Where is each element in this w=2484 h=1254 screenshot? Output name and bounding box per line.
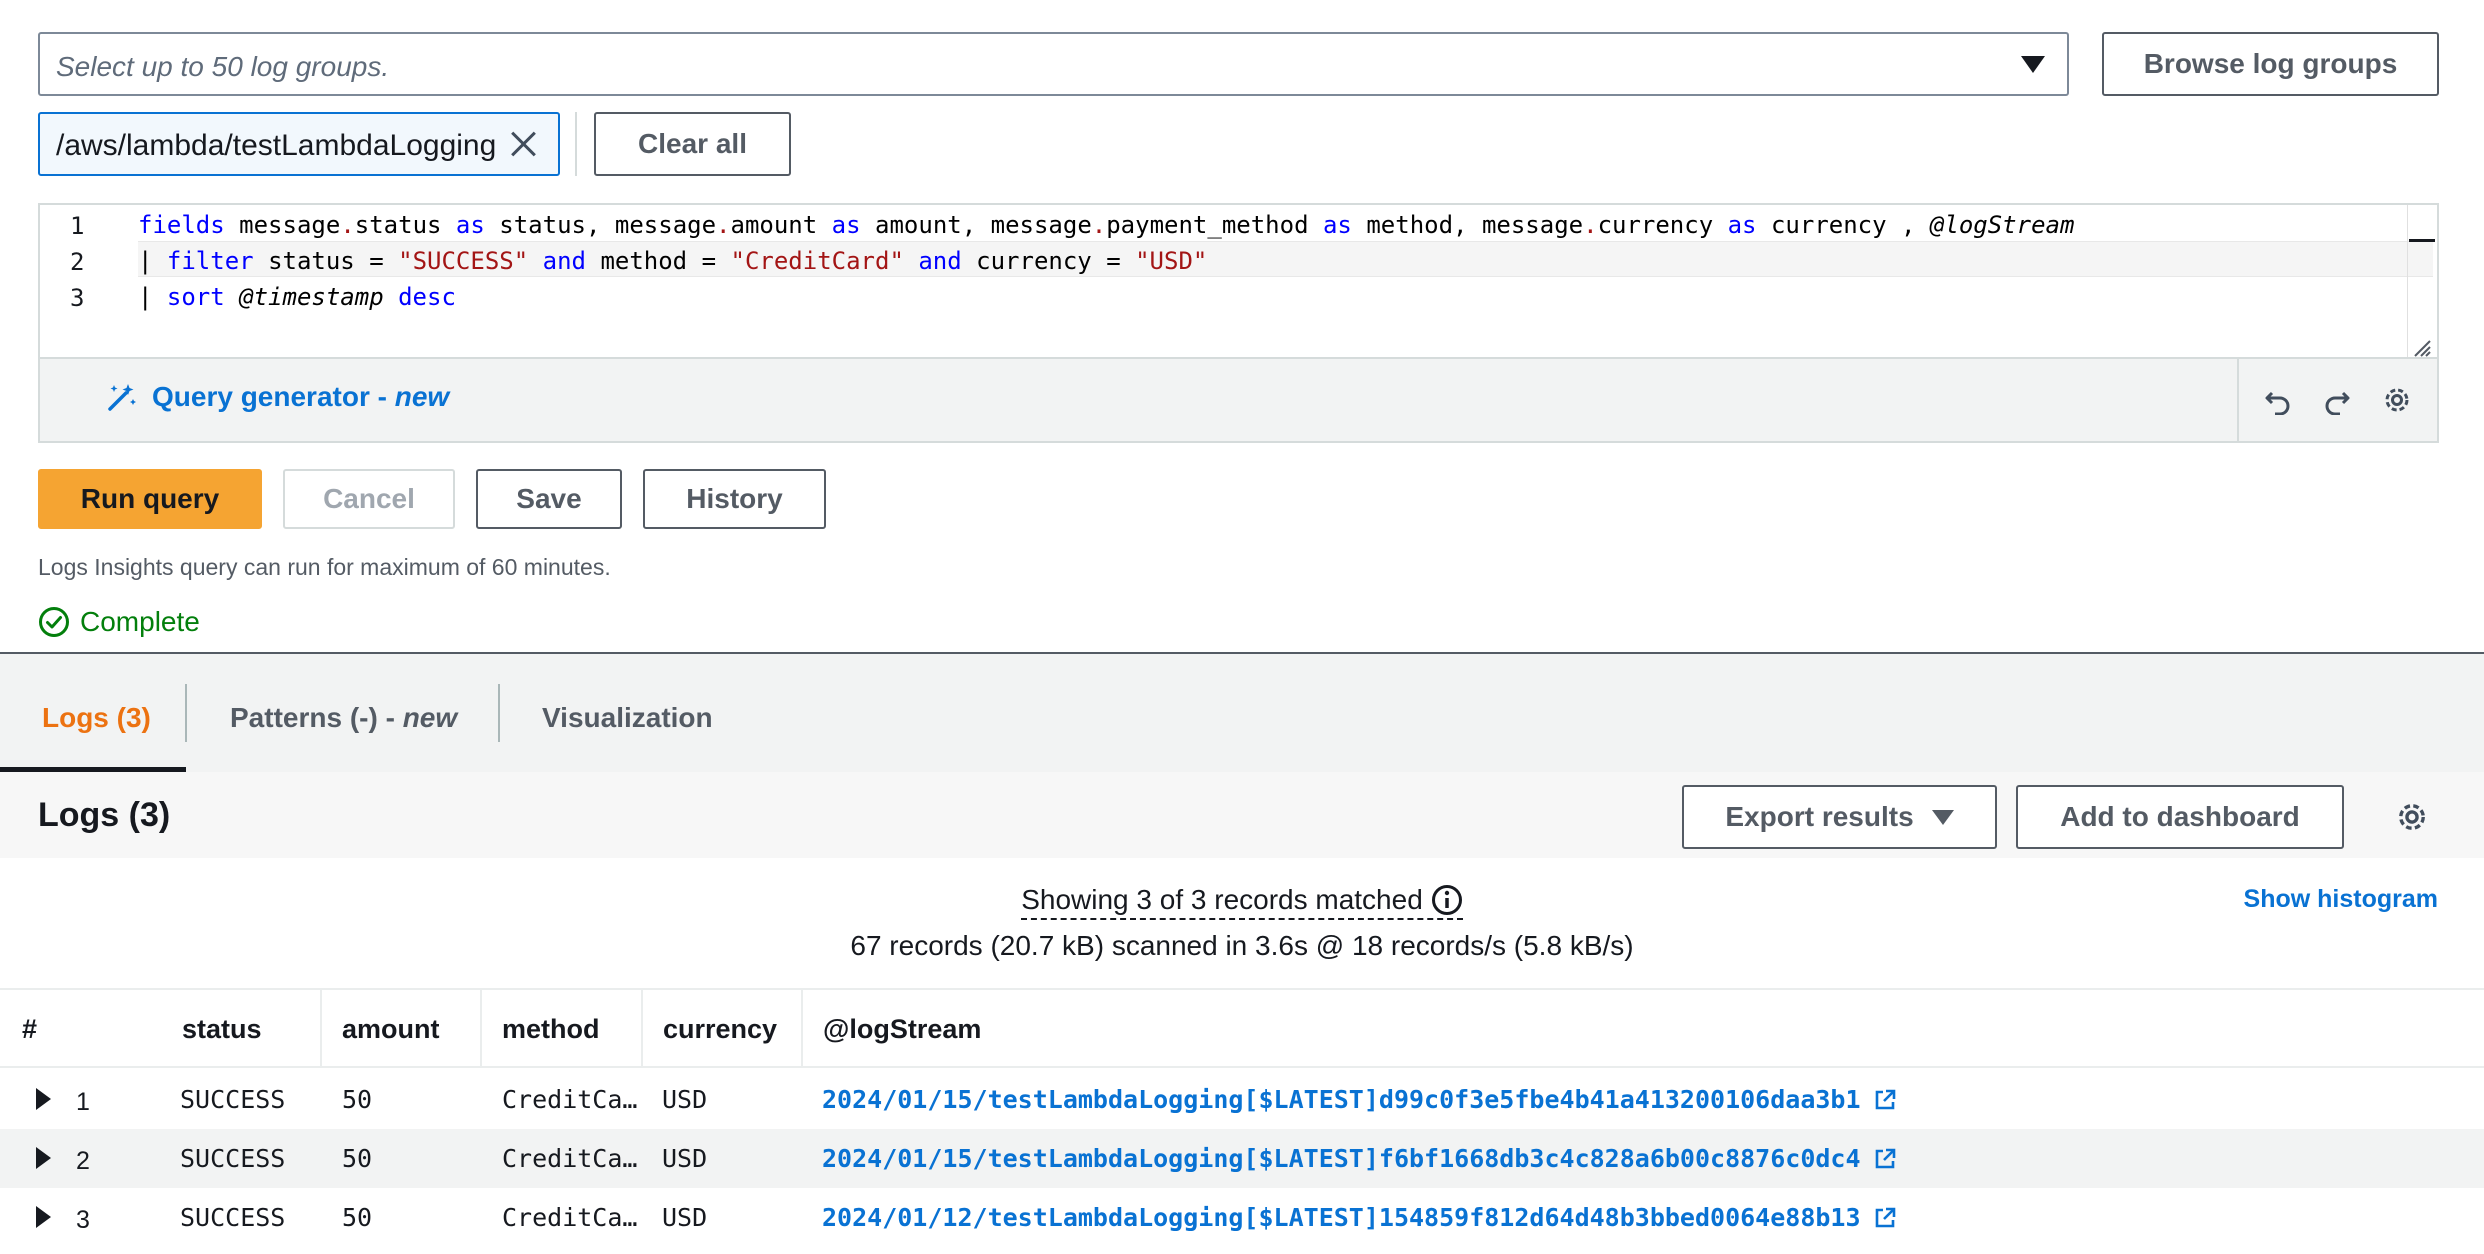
- records-matched-text: Showing 3 of 3 records matched: [1021, 884, 1423, 915]
- results-header: Logs (3) Export results Add to dashboard: [0, 772, 2484, 858]
- tab-patterns[interactable]: Patterns (-) - new: [230, 702, 457, 734]
- close-icon[interactable]: [508, 128, 540, 160]
- undo-icon[interactable]: [2263, 385, 2293, 415]
- log-group-select[interactable]: Select up to 50 log groups.: [38, 32, 2069, 96]
- browse-log-groups-button[interactable]: Browse log groups: [2102, 32, 2439, 96]
- check-circle-icon: [39, 607, 69, 637]
- active-tab-indicator: [0, 767, 186, 772]
- query-line[interactable]: | sort @timestamp desc: [138, 283, 456, 311]
- table-row[interactable]: 3 SUCCESS 50 CreditCa… USD 2024/01/12/testLam…: [0, 1188, 2484, 1247]
- cell-logstream: 2024/01/15/testLambdaLogging[$LATEST]f6b…: [822, 1129, 2462, 1188]
- logstream-link[interactable]: 2024/01/15/testLambdaLogging[$LATEST]f6b…: [822, 1144, 1861, 1173]
- query-line[interactable]: | filter status = "SUCCESS" and method =…: [138, 247, 1208, 275]
- table-row[interactable]: 1 SUCCESS 50 CreditCa… USD 2024/01/15/testLam…: [0, 1070, 2484, 1129]
- query-hint: Logs Insights query can run for maximum …: [38, 554, 611, 580]
- line-number: 2: [70, 248, 85, 276]
- query-generator-label: Query generator -: [152, 381, 395, 412]
- add-to-dashboard-button[interactable]: Add to dashboard: [2016, 785, 2344, 849]
- log-group-placeholder: Select up to 50 log groups.: [56, 51, 390, 82]
- column-header-index[interactable]: #: [22, 1013, 38, 1044]
- export-results-label: Export results: [1725, 801, 1914, 832]
- scroll-marker: [2409, 239, 2435, 242]
- settings-icon[interactable]: [2394, 799, 2430, 835]
- history-button[interactable]: History: [643, 469, 826, 529]
- settings-icon[interactable]: [2381, 384, 2413, 416]
- editor-footer: Query generator - new: [40, 357, 2437, 441]
- column-header-logstream[interactable]: @logStream: [801, 990, 2484, 1068]
- row-number: 3: [76, 1206, 90, 1234]
- table-row[interactable]: 2 SUCCESS 50 CreditCa… USD 2024/01/15/testLam…: [0, 1129, 2484, 1188]
- logstream-link[interactable]: 2024/01/15/testLambdaLogging[$LATEST]d99…: [822, 1085, 1861, 1114]
- line-number: 3: [70, 284, 85, 312]
- editor-toolbar: [2237, 359, 2437, 441]
- column-header-currency[interactable]: currency: [641, 990, 801, 1068]
- divider: [575, 112, 577, 176]
- show-histogram-link[interactable]: Show histogram: [2243, 885, 2438, 913]
- log-group-token-label: /aws/lambda/testLambdaLogging: [56, 129, 497, 162]
- cell-status: SUCCESS: [180, 1085, 286, 1114]
- cell-currency: USD: [662, 1203, 708, 1232]
- new-badge: new: [402, 702, 458, 733]
- results-title: Logs (3): [38, 796, 171, 834]
- run-query-button[interactable]: Run query: [38, 469, 262, 529]
- redo-icon[interactable]: [2322, 385, 2352, 415]
- cell-logstream: 2024/01/15/testLambdaLogging[$LATEST]d99…: [822, 1070, 2462, 1129]
- info-icon: [1431, 885, 1462, 915]
- cell-currency: USD: [662, 1144, 708, 1173]
- resize-handle-icon[interactable]: [2411, 337, 2431, 357]
- external-link-icon[interactable]: [1873, 1147, 1897, 1171]
- cell-amount: 50: [342, 1085, 373, 1114]
- expand-row-icon[interactable]: [36, 1088, 51, 1110]
- query-status: Complete: [38, 606, 200, 638]
- status-text: Complete: [80, 606, 200, 637]
- cell-status: SUCCESS: [180, 1203, 286, 1232]
- editor-scrollbar[interactable]: [2407, 205, 2437, 359]
- line-gutter: 1 2 3: [40, 205, 137, 359]
- clear-all-button[interactable]: Clear all: [594, 112, 791, 176]
- expand-row-icon[interactable]: [36, 1206, 51, 1228]
- query-generator-link[interactable]: Query generator - new: [106, 381, 449, 413]
- save-button[interactable]: Save: [476, 469, 622, 529]
- tab-logs-label: Logs (3): [42, 702, 151, 733]
- row-number: 1: [76, 1088, 90, 1116]
- query-line[interactable]: fields message.status as status, message…: [138, 211, 2075, 239]
- cell-currency: USD: [662, 1085, 708, 1114]
- caret-down-icon: [1931, 809, 1954, 825]
- column-header-amount[interactable]: amount: [320, 990, 480, 1068]
- results-tabs: Logs (3) Patterns (-) - new Visualizatio…: [0, 652, 2484, 772]
- cell-method: CreditCa…: [502, 1085, 638, 1114]
- cell-amount: 50: [342, 1203, 373, 1232]
- new-badge: new: [394, 381, 450, 412]
- column-header-method[interactable]: method: [480, 990, 641, 1068]
- caret-down-icon[interactable]: [2021, 56, 2045, 73]
- expand-row-icon[interactable]: [36, 1147, 51, 1169]
- cell-method: CreditCa…: [502, 1144, 638, 1173]
- external-link-icon[interactable]: [1873, 1088, 1897, 1112]
- tab-visualization[interactable]: Visualization: [542, 702, 713, 734]
- logstream-link[interactable]: 2024/01/12/testLambdaLogging[$LATEST]154…: [822, 1203, 1861, 1232]
- cell-logstream: 2024/01/12/testLambdaLogging[$LATEST]154…: [822, 1188, 2462, 1247]
- tab-visualization-label: Visualization: [542, 702, 713, 733]
- cell-amount: 50: [342, 1144, 373, 1173]
- records-matched-info[interactable]: Showing 3 of 3 records matched: [1021, 884, 1463, 920]
- active-line-highlight: [138, 241, 2433, 277]
- table-header: # status amount method currency @logStre…: [0, 988, 2484, 1068]
- records-matched: Showing 3 of 3 records matched: [0, 884, 2484, 920]
- query-editor[interactable]: 1 2 3 fields message.status as status, m…: [38, 203, 2439, 443]
- cancel-button[interactable]: Cancel: [283, 469, 455, 529]
- external-link-icon[interactable]: [1873, 1206, 1897, 1230]
- magic-wand-icon: [108, 384, 136, 411]
- column-header-status[interactable]: status: [182, 1013, 262, 1044]
- cell-status: SUCCESS: [180, 1144, 286, 1173]
- line-number: 1: [70, 212, 85, 240]
- tab-logs[interactable]: Logs (3): [42, 702, 151, 734]
- row-number: 2: [76, 1147, 90, 1175]
- records-scanned: 67 records (20.7 kB) scanned in 3.6s @ 1…: [850, 930, 1634, 961]
- export-results-button[interactable]: Export results: [1682, 785, 1997, 849]
- tab-patterns-label: Patterns (-) -: [230, 702, 403, 733]
- cell-method: CreditCa…: [502, 1203, 638, 1232]
- tab-divider: [498, 684, 500, 742]
- tab-divider: [185, 684, 187, 742]
- log-group-token: /aws/lambda/testLambdaLogging: [38, 112, 560, 176]
